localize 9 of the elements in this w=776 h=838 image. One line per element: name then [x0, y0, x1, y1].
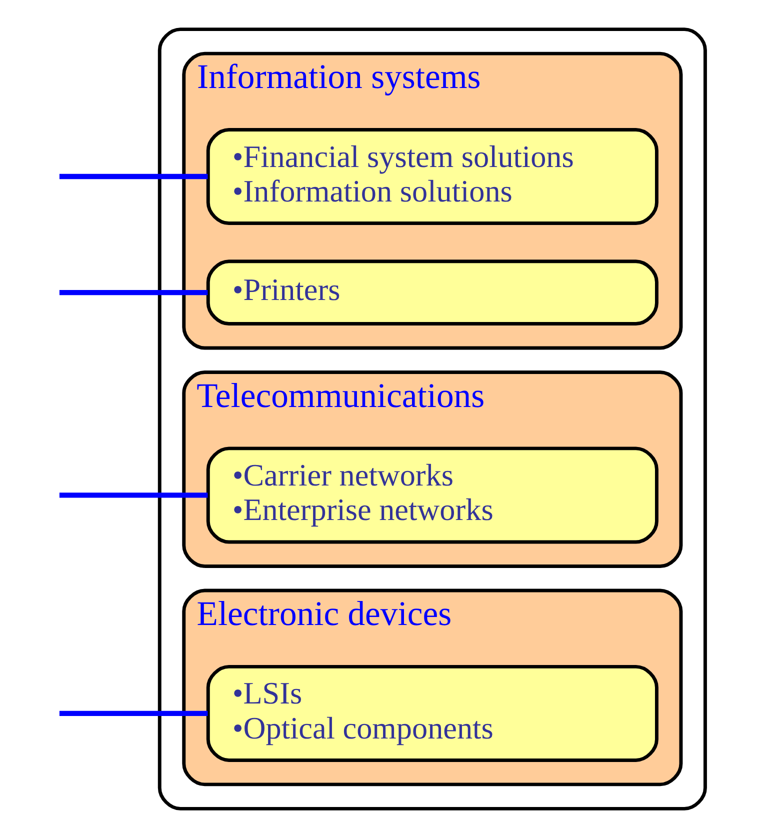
cluster: [157, 28, 706, 810]
connector: [58, 290, 208, 296]
node-box: •Printers: [206, 260, 658, 326]
node-box: •Carrier networks •Enterprise networks: [206, 446, 658, 544]
connector: [58, 492, 208, 498]
connector: [58, 174, 208, 180]
connector: [58, 710, 208, 716]
node-box: •LSIs •Optical components: [206, 664, 658, 762]
node-box: •Financial system solutions •Information solutions: [206, 128, 658, 226]
